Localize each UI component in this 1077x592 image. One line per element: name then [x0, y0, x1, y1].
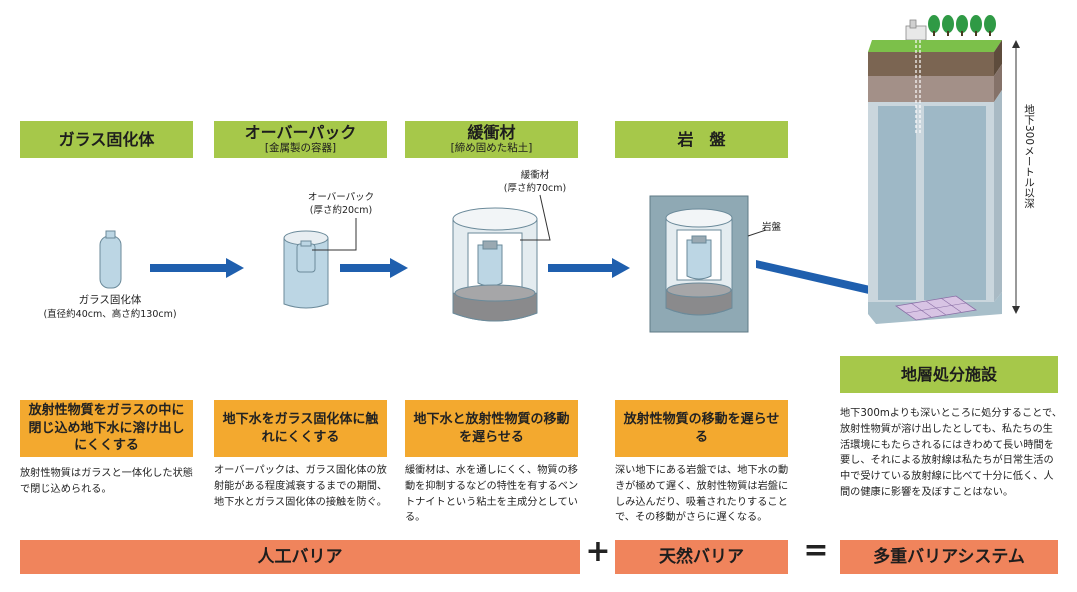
- bar-natural-barrier: 天然バリア: [615, 540, 788, 574]
- header-overpack: オーバーパック [金属製の容器]: [214, 121, 387, 158]
- buffer-caption-2: (厚さ約70cm): [503, 183, 567, 194]
- arrow-1: [150, 258, 244, 278]
- glass-caption-2: (直径約40cm、高さ約130cm): [43, 309, 177, 320]
- equals-sign: =: [803, 533, 829, 568]
- description-glass: 放射性物質はガラスと一体化した状態で閉じ込められる。: [20, 468, 193, 495]
- glass-canister-illustration: [99, 230, 122, 289]
- header-rock: 岩 盤: [615, 121, 788, 158]
- header-buffer-sub: [締め固めた粘土]: [450, 142, 533, 155]
- glass-canister-neck: [105, 230, 116, 239]
- facility-illustration: [868, 15, 1002, 324]
- highlight-glass: 放射性物質をガラスの中に閉じ込め地下水に溶け出しにくくする: [20, 400, 193, 457]
- rock-caption: 岩盤: [762, 222, 782, 233]
- plus-sign: +: [585, 534, 611, 569]
- depth-arrow: [1012, 40, 1020, 314]
- buffer-illustration: [452, 207, 538, 322]
- buffer-leader-line: [520, 194, 551, 241]
- header-facility-title: 地層処分施設: [900, 365, 997, 384]
- header-buffer: 緩衝材 [締め固めた粘土]: [405, 121, 578, 158]
- rock-leader-line: [747, 229, 767, 237]
- depth-caption: 地下300メートル以深: [1023, 104, 1035, 209]
- arrow-to-facility: [756, 260, 934, 312]
- bar-artificial-barrier: 人工バリア: [20, 540, 580, 574]
- header-overpack-title: オーバーパック: [244, 123, 357, 142]
- glass-caption-1: ガラス固化体: [78, 294, 142, 306]
- description-rock: 深い地下にある岩盤では、地下水の動きが極めて遅く、放射性物質は岩盤にしみ込んだり…: [615, 465, 789, 524]
- bar-multi-barrier-system: 多重バリアシステム: [840, 540, 1058, 574]
- glass-canister-body: [99, 235, 122, 289]
- overpack-caption-2: (厚さ約20cm): [309, 205, 373, 216]
- tree-icon: [928, 15, 996, 36]
- description-buffer: 緩衝材は、水を通しにくく、物質の移動を抑制するなどの特性を有するベントナイトとい…: [405, 465, 579, 524]
- highlight-overpack: 地下水をガラス固化体に触れにくくする: [214, 400, 387, 457]
- arrow-2: [340, 258, 408, 278]
- header-glass: ガラス固化体: [20, 121, 193, 158]
- description-overpack: オーバーパックは、ガラス固化体の放射能がある程度減衰するまでの期間、地下水とガラ…: [214, 465, 388, 508]
- arrow-3: [548, 258, 630, 278]
- highlight-buffer: 地下水と放射性物質の移動を遅らせる: [405, 400, 578, 457]
- header-glass-title: ガラス固化体: [58, 130, 155, 149]
- highlight-rock: 放射性物質の移動を遅らせる: [615, 400, 788, 457]
- buffer-caption-1: 緩衝材: [520, 170, 550, 181]
- header-rock-title: 岩 盤: [677, 130, 726, 149]
- overpack-caption-1: オーバーパック: [307, 192, 375, 203]
- overpack-leader-line: [312, 218, 357, 251]
- overpack-illustration: [283, 230, 329, 309]
- header-overpack-sub: [金属製の容器]: [264, 142, 337, 155]
- header-facility: 地層処分施設: [840, 356, 1058, 393]
- rock-illustration: [649, 195, 749, 333]
- description-facility: 地下300mよりも深いところに処分することで、放射性物質が溶け出したとしても、私…: [840, 408, 1063, 499]
- header-buffer-title: 緩衝材: [467, 123, 516, 142]
